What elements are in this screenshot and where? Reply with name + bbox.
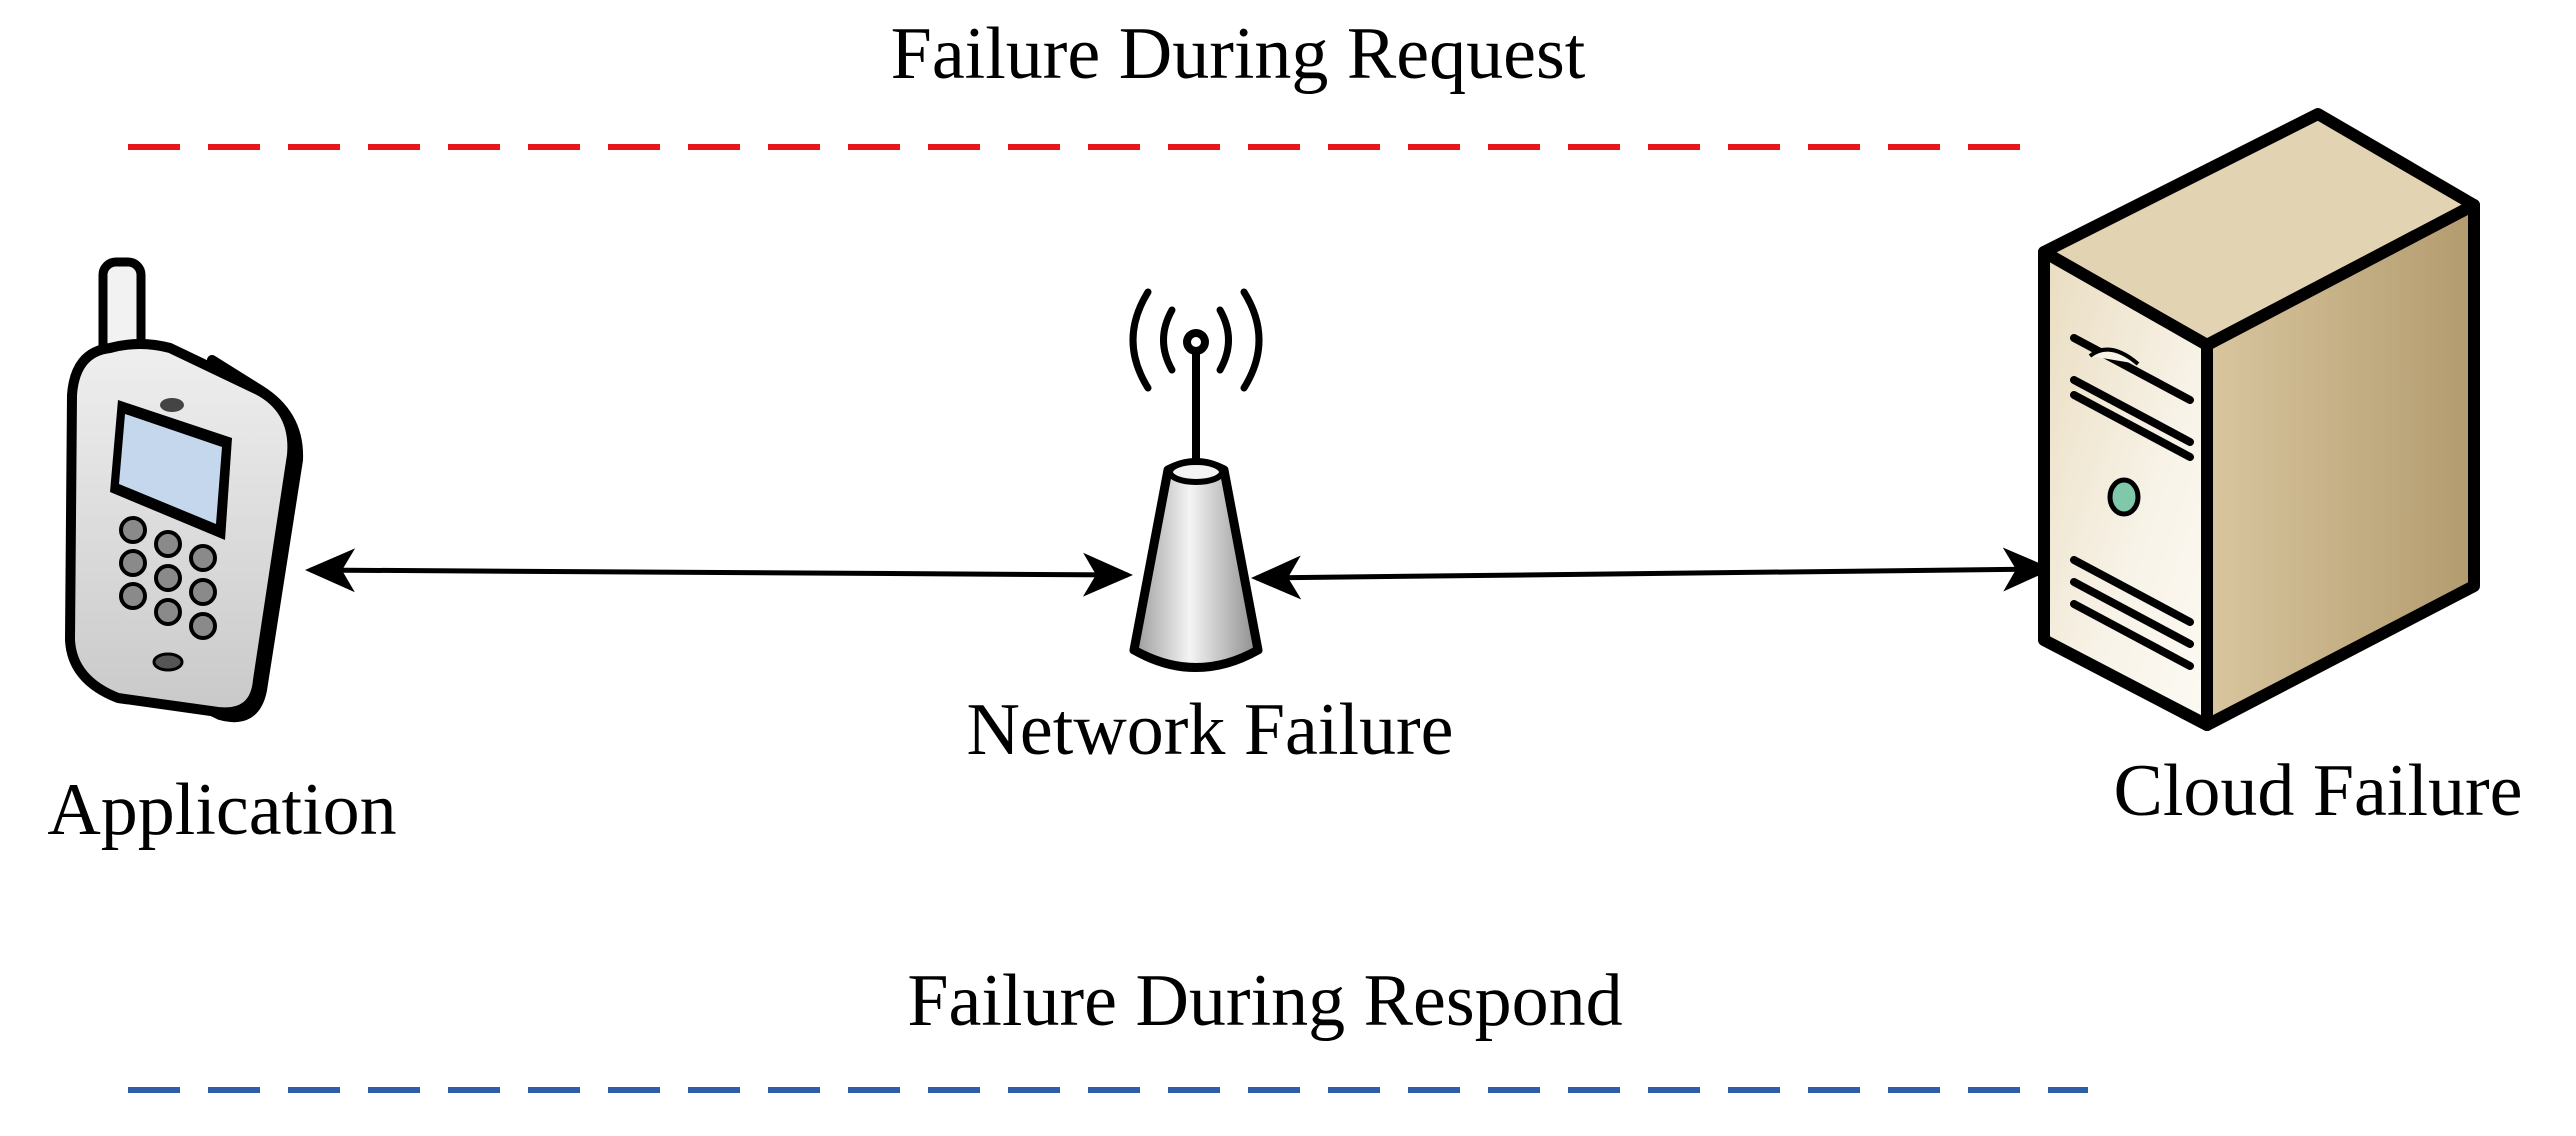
mobile-phone-icon bbox=[65, 257, 304, 723]
respond-failure-label: Failure During Respond bbox=[907, 960, 1622, 1042]
cloud-failure-label: Cloud Failure bbox=[2113, 750, 2522, 832]
request-failure-label: Failure During Request bbox=[891, 13, 1586, 95]
server-tower-icon bbox=[2038, 108, 2480, 731]
network-failure-label: Network Failure bbox=[966, 689, 1453, 771]
antenna-to-server-arrow bbox=[1251, 547, 2053, 600]
wireless-antenna-icon bbox=[1129, 288, 1263, 672]
phone-to-antenna-arrow bbox=[305, 548, 1133, 597]
application-label: Application bbox=[47, 769, 396, 851]
